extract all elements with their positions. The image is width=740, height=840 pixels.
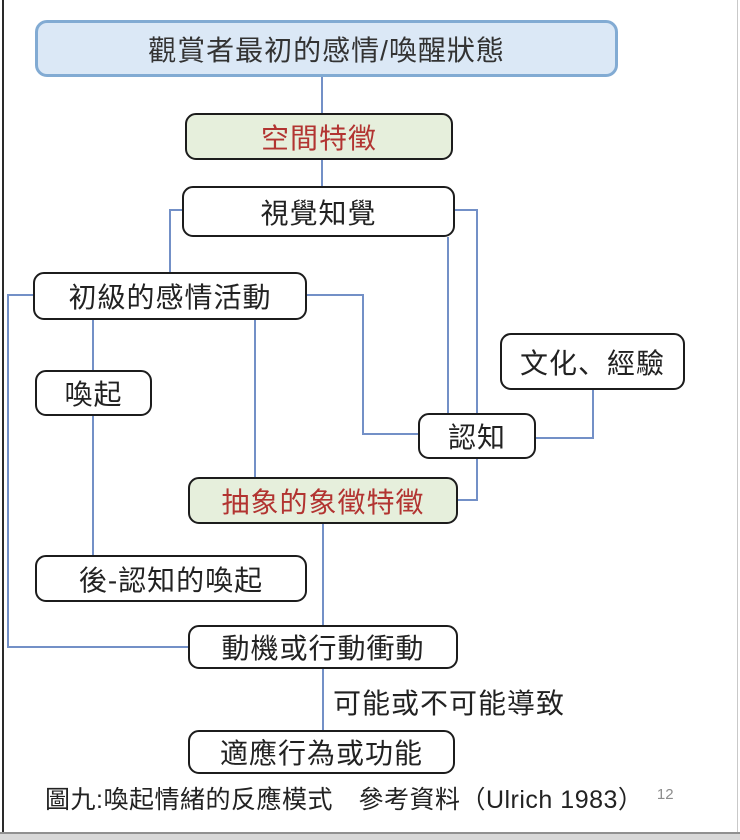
node-culture-experience-label: 文化、經驗 [519,347,665,379]
node-initial-affective-state: 觀賞者最初的感情/喚醒狀態 [35,20,618,77]
slide-right-edge [737,0,738,834]
slide-page-number: 12 [656,786,674,803]
slide-bottom-edge [0,832,740,834]
node-primary-affective-activity-label: 初級的感情活動 [68,282,272,313]
slide-left-edge [2,0,4,834]
node-initial-affective-state-label: 觀賞者最初的感情/喚醒狀態 [148,34,505,66]
figure-caption: 圖九:喚起情緒的反應模式 參考資料（Ulrich 1983） 12 [45,780,674,816]
node-culture-experience: 文化、經驗 [500,333,685,390]
connector-primary-to-cognition [307,294,418,435]
connector-visual-to-cognition-2 [455,209,478,413]
node-adaptive-behavior-or-function-label: 適應行為或功能 [219,738,423,769]
edge-label-may-or-may-not-lead: 可能或不可能導致 [333,688,566,719]
connector-culture-to-cognition [536,390,594,439]
node-motivation-or-action-impulse: 動機或行動衝動 [188,625,458,669]
node-cognition: 認知 [418,413,536,459]
node-visual-perception: 視覺知覺 [182,186,455,237]
connector-visual-to-primary [169,209,185,272]
node-abstract-symbolic-features-label: 抽象的象徵特徵 [221,486,425,518]
node-primary-affective-activity: 初級的感情活動 [33,272,307,320]
node-spatial-features: 空間特徵 [185,113,453,160]
figure-caption-text: 圖九:喚起情緒的反應模式 參考資料（Ulrich 1983） [45,786,644,814]
connector-primary-to-motivation [7,294,188,648]
node-post-cognitive-arousal: 後-認知的喚起 [35,555,307,602]
node-post-cognitive-arousal-label: 後-認知的喚起 [78,564,264,596]
node-cognition-label: 認知 [447,422,506,453]
node-arousal: 喚起 [35,370,152,416]
node-adaptive-behavior-or-function: 適應行為或功能 [188,730,455,774]
node-visual-perception-label: 視覺知覺 [260,197,377,229]
slide-bottom-band [0,834,740,840]
node-abstract-symbolic-features: 抽象的象徵特徵 [188,477,458,524]
connector-cognition-to-abstract [458,459,478,501]
node-motivation-or-action-impulse-label: 動機或行動衝動 [221,633,425,664]
node-arousal-label: 喚起 [64,379,123,410]
node-spatial-features-label: 空間特徵 [260,122,377,154]
